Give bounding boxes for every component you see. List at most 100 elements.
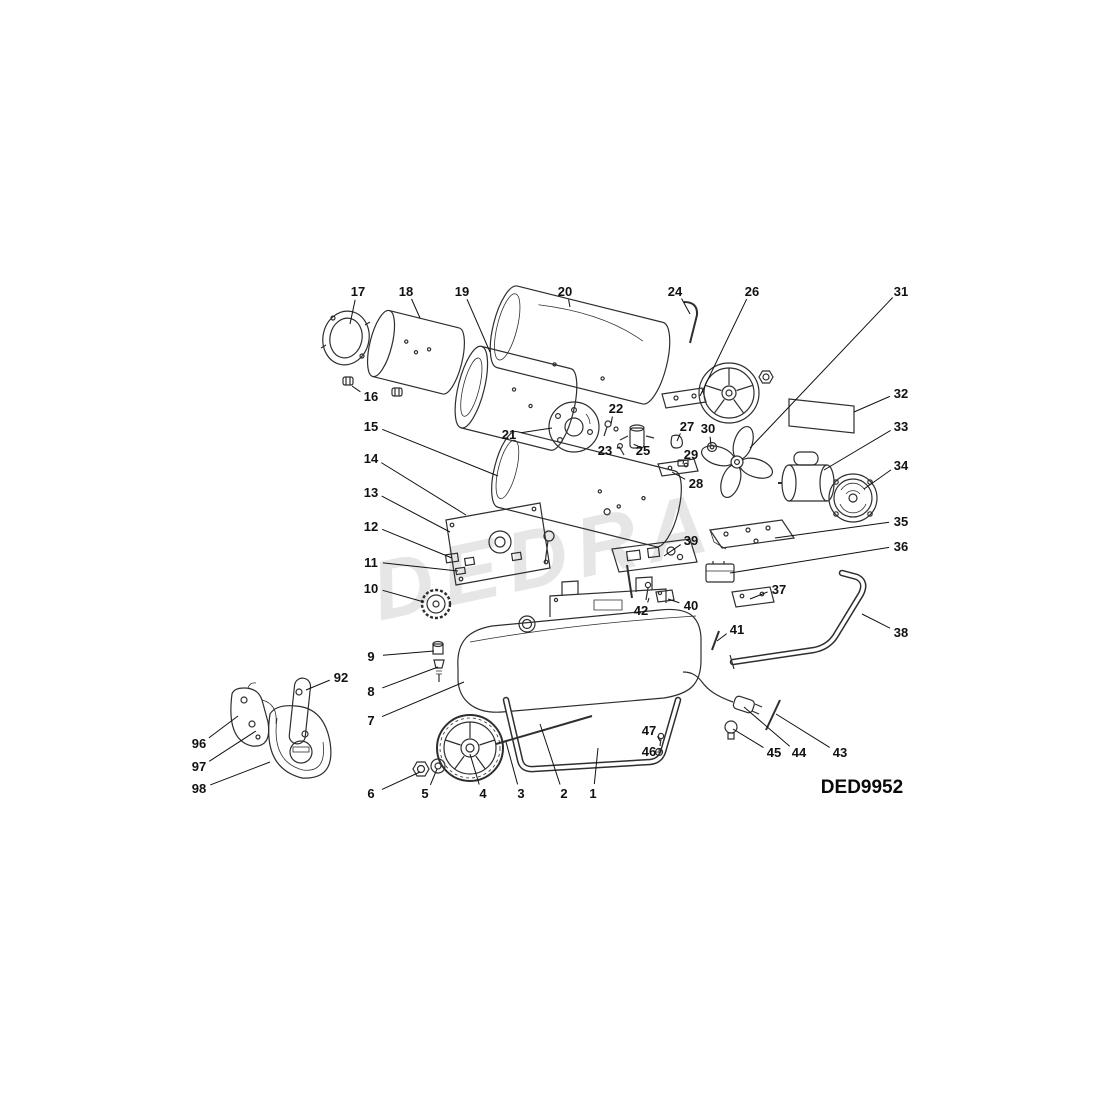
part-label-21: 21: [502, 427, 516, 442]
part-label-27: 27: [680, 419, 694, 434]
part-cord-wrap-cover: [230, 677, 332, 779]
part-fuel-cap: [420, 588, 452, 620]
part-callout-46: 46: [642, 744, 661, 759]
part-label-32: 32: [894, 386, 908, 401]
part-callout-11: 11: [364, 555, 459, 572]
part-callout-92: 92: [305, 670, 348, 691]
part-label-46: 46: [642, 744, 656, 759]
part-label-13: 13: [364, 485, 378, 500]
part-label-20: 20: [558, 284, 572, 299]
part-label-40: 40: [684, 598, 698, 613]
part-callout-32: 32: [853, 386, 908, 413]
part-callout-25: 25: [633, 443, 650, 458]
part-burner-flange: [548, 401, 600, 453]
model-number: DED9952: [821, 777, 903, 798]
part-frame: [495, 696, 682, 773]
part-label-14: 14: [364, 451, 379, 466]
part-label-34: 34: [894, 458, 909, 473]
part-callout-98: 98: [192, 761, 271, 796]
part-combustion-chamber: [366, 309, 465, 395]
part-label-23: 23: [598, 443, 612, 458]
part-junction-box: [705, 561, 735, 583]
part-callout-6: 6: [367, 771, 421, 801]
part-upper-shell: [489, 285, 671, 405]
part-callout-43: 43: [775, 713, 847, 760]
part-callout-14: 14: [364, 451, 467, 516]
part-pin: [711, 630, 720, 651]
part-lower-shell: [491, 430, 682, 548]
part-clamps: [342, 376, 403, 397]
part-callout-42: 42: [634, 597, 650, 618]
part-label-29: 29: [684, 447, 698, 462]
part-callout-96: 96: [192, 715, 239, 751]
part-callout-97: 97: [192, 730, 257, 774]
part-callout-1: 1: [589, 747, 599, 801]
part-label-41: 41: [730, 622, 744, 637]
part-callout-36: 36: [729, 539, 908, 574]
part-callout-5: 5: [421, 768, 438, 801]
part-label-35: 35: [894, 514, 908, 529]
part-label-7: 7: [367, 713, 374, 728]
part-callout-39: 39: [663, 533, 698, 557]
part-label-25: 25: [636, 443, 650, 458]
part-callout-2: 2: [539, 723, 568, 801]
part-small-fasteners: [626, 564, 675, 603]
part-label-33: 33: [894, 419, 908, 434]
part-shelf-bracket: [708, 519, 796, 550]
part-screws: [654, 732, 665, 757]
part-callout-10: 10: [364, 581, 425, 603]
part-label-17: 17: [351, 284, 365, 299]
part-label-11: 11: [364, 555, 378, 570]
part-fan: [700, 425, 774, 499]
part-label-30: 30: [701, 421, 715, 436]
part-label-96: 96: [192, 736, 206, 751]
part-label-92: 92: [334, 670, 348, 685]
part-callout-38: 38: [861, 613, 908, 640]
part-label-8: 8: [367, 684, 374, 699]
drawing-layer: [230, 285, 878, 782]
part-front-ring: [320, 310, 371, 366]
part-label-98: 98: [192, 781, 206, 796]
part-callout-37: 37: [749, 582, 786, 600]
part-callout-34: 34: [863, 458, 909, 490]
part-wheel-rear: [698, 362, 774, 424]
part-label-18: 18: [399, 284, 413, 299]
part-label-4: 4: [479, 786, 487, 801]
part-callout-12: 12: [364, 519, 453, 559]
part-callout-44: 44: [743, 706, 807, 760]
part-callout-30: 30: [701, 421, 715, 446]
part-pump-cluster: [603, 420, 718, 477]
part-callout-15: 15: [364, 419, 499, 477]
part-callout-19: 19: [455, 284, 491, 353]
part-callout-22: 22: [609, 401, 623, 425]
part-callout-28: 28: [671, 471, 703, 491]
part-label-97: 97: [192, 759, 206, 774]
part-label-36: 36: [894, 539, 908, 554]
part-motor: [778, 451, 835, 502]
brand-watermark: DEDRA: [364, 474, 725, 638]
part-callout-16: 16: [351, 385, 378, 404]
part-callout-35: 35: [774, 514, 908, 539]
part-callout-3: 3: [505, 741, 525, 801]
part-callout-9: 9: [367, 649, 435, 664]
part-plug-cord: [682, 671, 781, 740]
part-label-43: 43: [833, 745, 847, 760]
part-fan-guard: [828, 473, 878, 523]
part-label-9: 9: [367, 649, 374, 664]
part-callout-23: 23: [598, 443, 621, 458]
part-label-45: 45: [767, 745, 781, 760]
part-label-10: 10: [364, 581, 378, 596]
part-label-12: 12: [364, 519, 378, 534]
part-wheel-front: [436, 714, 504, 782]
part-callout-20: 20: [558, 284, 572, 308]
part-label-47: 47: [642, 723, 656, 738]
part-label-24: 24: [668, 284, 683, 299]
part-callout-13: 13: [364, 485, 451, 533]
part-callout-45: 45: [732, 728, 781, 760]
part-side-panel: [788, 398, 855, 434]
part-callout-31: 31: [749, 284, 908, 449]
part-callout-18: 18: [399, 284, 421, 319]
part-label-2: 2: [560, 786, 567, 801]
part-callout-27: 27: [676, 419, 694, 442]
